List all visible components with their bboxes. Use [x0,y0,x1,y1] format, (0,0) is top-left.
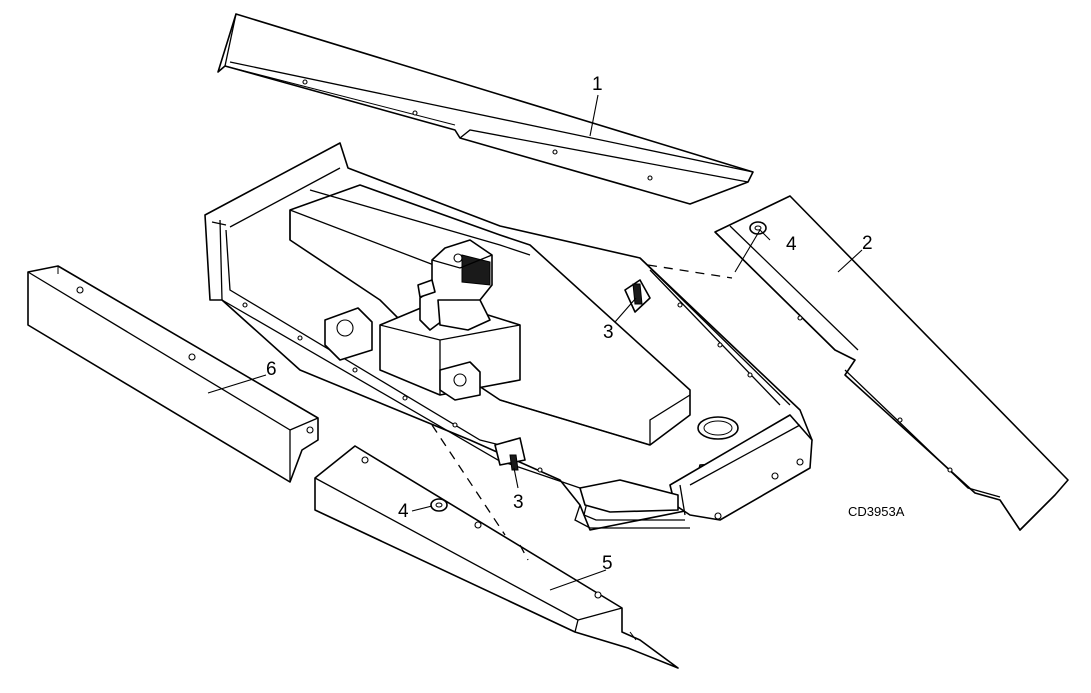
alignment-line-lower-2 [519,544,529,561]
callout-6: 6 [266,359,277,380]
part-6-left-skid [27,265,319,483]
alignment-line-upper [647,264,733,279]
alignment-line-lower [431,424,506,536]
callout-5: 5 [602,553,613,574]
leader-6 [207,374,267,394]
callout-1: 1 [592,74,603,95]
callout-2: 2 [862,233,873,254]
leader-5 [549,569,607,591]
leader-3-upper [614,297,637,323]
leader-4-upper [734,229,771,273]
leader-1 [589,94,599,137]
leader-2 [837,249,863,273]
part-4-nut-upper [749,221,767,235]
part-1-top-shield [217,13,754,205]
part-5-front-skid [314,445,679,669]
callout-3-lower: 3 [513,492,524,513]
callout-3-upper: 3 [603,322,614,343]
mower-deck-assembly [204,142,813,531]
drawing-code: CD3953A [848,504,905,519]
leader-3-lower [513,467,519,489]
callout-4-upper: 4 [786,234,797,255]
part-2-right-shield [714,195,1069,532]
leader-4-lower [411,505,433,512]
part-4-nut-lower [430,498,448,512]
callout-4-lower: 4 [398,501,409,522]
